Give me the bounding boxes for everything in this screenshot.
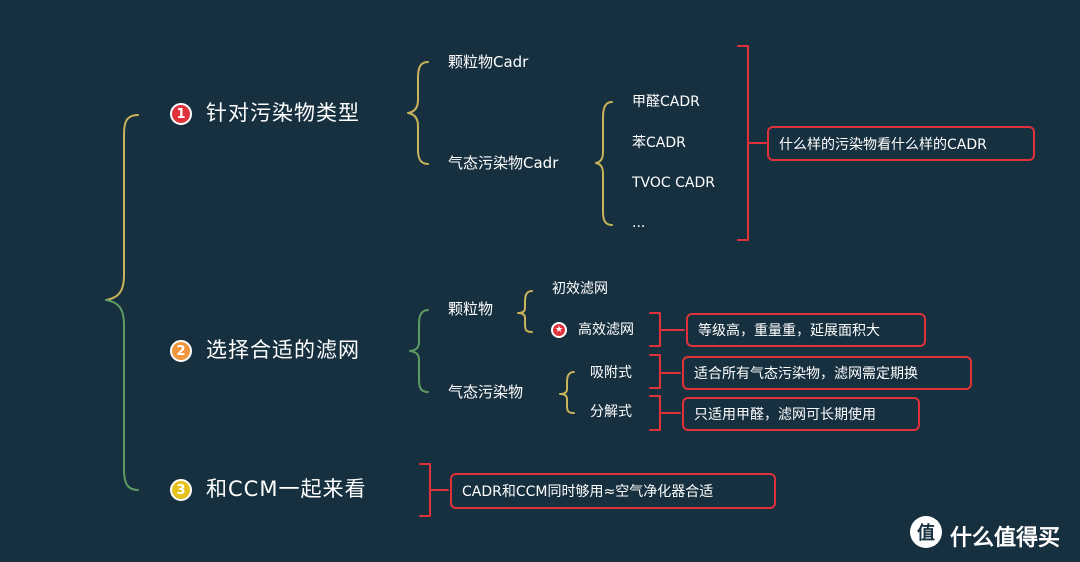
red-bracket-adsorption xyxy=(649,354,681,389)
root-brace-top xyxy=(105,114,139,301)
section1-number-badge: 1 xyxy=(170,103,192,125)
brand-logo-icon: 值 xyxy=(910,516,942,548)
section1-particles-label: 颗粒物Cadr xyxy=(448,53,529,71)
brand-name: 什么值得买 xyxy=(950,526,1061,551)
filter-decomposition: 分解式 xyxy=(590,404,632,420)
filter-adsorption: 吸附式 xyxy=(590,365,632,381)
brace-section2 xyxy=(409,309,429,393)
gas-item-benzene: 苯CADR xyxy=(632,135,686,151)
brace-section1 xyxy=(407,61,429,165)
decomposition-note-box: 只适用甲醛，滤网可长期使用 xyxy=(682,397,920,431)
gas-item-more: ... xyxy=(632,215,646,231)
section2-particles-label: 颗粒物 xyxy=(448,300,494,318)
section2-title: 选择合适的滤网 xyxy=(206,338,360,362)
section1-title: 针对污染物类型 xyxy=(206,101,360,125)
adsorption-note-box: 适合所有气态污染物，滤网需定期换 xyxy=(682,356,972,390)
section1-note-box: 什么样的污染物看什么样的CADR xyxy=(767,126,1035,161)
red-bracket-decomposition xyxy=(649,395,681,431)
section3-title: 和CCM一起来看 xyxy=(206,477,367,501)
section2-gas-label: 气态污染物 xyxy=(448,383,524,401)
high-efficiency-note-box: 等级高，重量重，延展面积大 xyxy=(686,313,926,347)
brace-gas-cadr xyxy=(595,101,613,226)
section2-number-badge: 2 xyxy=(170,340,192,362)
red-bracket-section1 xyxy=(737,45,767,241)
section3-note-box: CADR和CCM同时够用≈空气净化器合适 xyxy=(450,473,776,509)
filter-primary: 初效滤网 xyxy=(552,281,608,297)
filter-high-efficiency: 高效滤网 xyxy=(578,322,634,338)
root-brace-bottom xyxy=(105,299,139,491)
gas-item-formaldehyde: 甲醛CADR xyxy=(632,94,700,110)
gas-item-tvoc: TVOC CADR xyxy=(632,175,715,191)
brace-particles xyxy=(517,290,533,333)
brace-gas xyxy=(559,371,575,414)
red-bracket-high-efficiency xyxy=(649,312,685,347)
section3-number-badge: 3 xyxy=(170,479,192,501)
section1-gas-label: 气态污染物Cadr xyxy=(448,154,559,172)
star-icon: ★ xyxy=(551,322,567,338)
red-bracket-section3 xyxy=(419,463,449,517)
